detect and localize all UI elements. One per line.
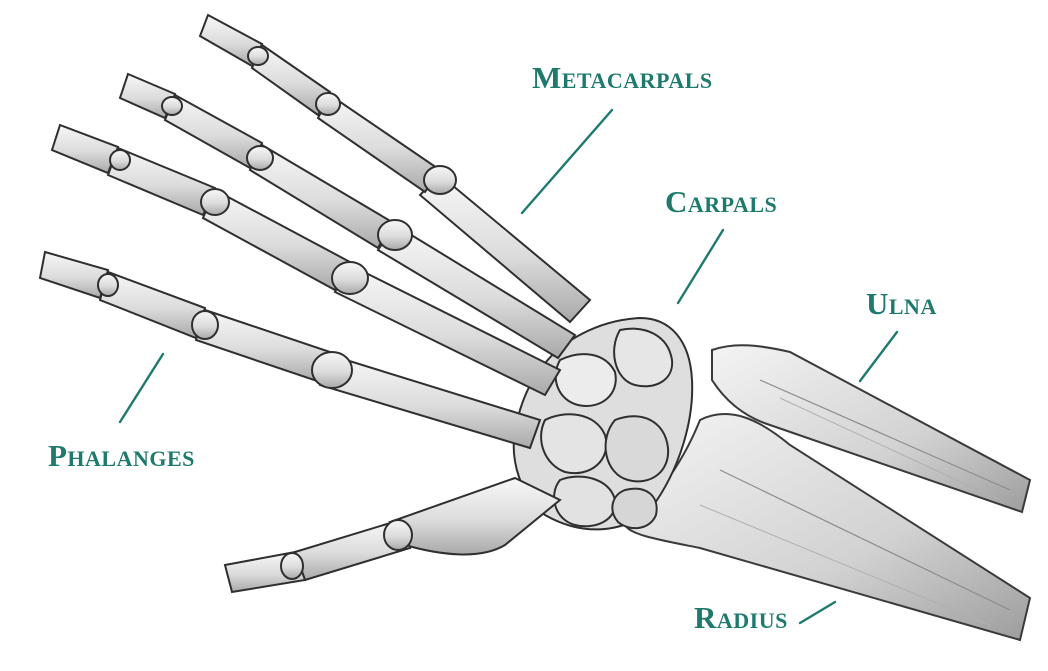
carpals-leader-line bbox=[678, 230, 723, 303]
phalanges-label: Phalanges bbox=[48, 440, 195, 471]
carpals-label: Carpals bbox=[665, 186, 777, 217]
metacarpals-leader-line bbox=[522, 110, 612, 213]
phalanges-leader-line bbox=[120, 354, 163, 422]
metacarpals-label: Metacarpals bbox=[532, 62, 713, 93]
radius-leader-line bbox=[800, 602, 835, 623]
radius-label: Radius bbox=[694, 602, 788, 633]
ulna-label: Ulna bbox=[866, 288, 937, 319]
finger-thumb bbox=[225, 478, 560, 592]
ulna-leader-line bbox=[860, 332, 897, 381]
